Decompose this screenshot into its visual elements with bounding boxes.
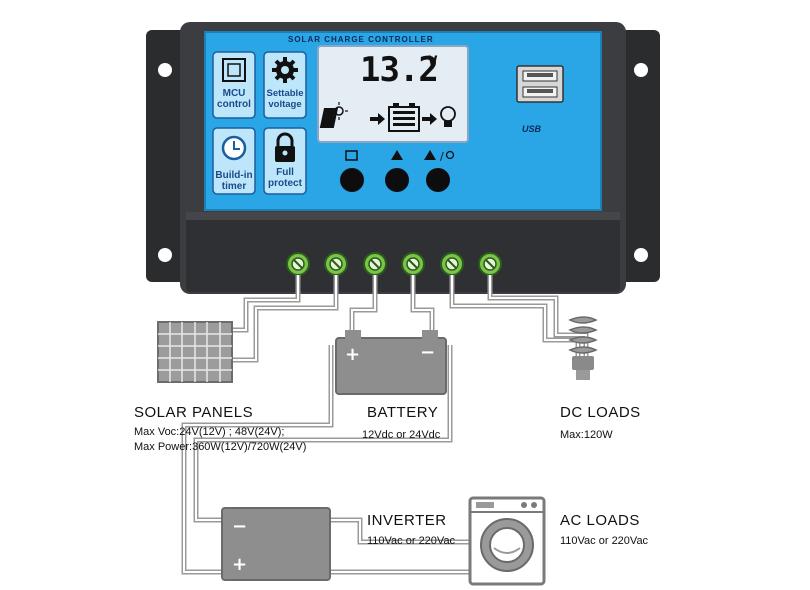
arrow-icon bbox=[422, 113, 437, 125]
usb-label: USB bbox=[522, 124, 542, 134]
triangle-icon bbox=[391, 150, 403, 160]
lcd-voltage-unit: V bbox=[428, 52, 438, 71]
up-load-button bbox=[426, 168, 450, 192]
svg-text:+: + bbox=[345, 344, 360, 365]
inverter-spec: 110Vac or 220Vac bbox=[367, 535, 456, 547]
mount-hole bbox=[634, 248, 648, 262]
solar-spec-power: Max Power:360W(12V)/720W(24V) bbox=[134, 441, 307, 453]
triangle-icon bbox=[424, 150, 436, 160]
screen-small-icon bbox=[345, 150, 358, 161]
bulb-small-icon bbox=[445, 150, 455, 160]
chip-icon bbox=[222, 58, 246, 82]
svg-text:+: + bbox=[232, 554, 247, 575]
terminal-block bbox=[186, 212, 620, 292]
controller-title: SOLAR CHARGE CONTROLLER bbox=[288, 35, 434, 44]
battery-icon: + − bbox=[335, 330, 447, 395]
lock-icon bbox=[276, 132, 294, 146]
terminal-screws bbox=[286, 252, 502, 276]
mount-hole bbox=[634, 63, 648, 77]
mount-hole bbox=[158, 63, 172, 77]
svg-text:−: − bbox=[420, 342, 435, 363]
svg-text:/: / bbox=[440, 150, 444, 163]
lcd-battery-icon bbox=[388, 106, 420, 132]
ac-loads-spec: 110Vac or 220Vac bbox=[560, 535, 649, 547]
cfl-bulb-icon bbox=[568, 316, 598, 380]
battery-spec: 12Vdc or 24Vdc bbox=[362, 429, 441, 441]
ac-loads-title: AC LOADS bbox=[560, 512, 640, 529]
solar-panel-icon bbox=[157, 321, 233, 383]
inverter-icon: − + bbox=[221, 507, 331, 581]
dc-loads-spec: Max:120W bbox=[560, 429, 613, 441]
dc-loads-title: DC LOADS bbox=[560, 404, 641, 421]
down-button bbox=[385, 168, 409, 192]
svg-text:−: − bbox=[232, 516, 247, 537]
mount-hole bbox=[158, 248, 172, 262]
arrow-icon bbox=[370, 113, 385, 125]
solar-panels-title: SOLAR PANELS bbox=[134, 404, 254, 421]
washing-machine-icon bbox=[468, 496, 546, 586]
lcd-voltage-readout: 13.2 bbox=[360, 50, 439, 90]
menu-button bbox=[340, 168, 364, 192]
inverter-title: INVERTER bbox=[367, 512, 447, 529]
solar-spec-voc: Max Voc:24V(12V) ; 48V(24V); bbox=[134, 426, 285, 438]
lcd-panel-icon bbox=[319, 108, 339, 128]
battery-title: BATTERY bbox=[367, 404, 439, 421]
